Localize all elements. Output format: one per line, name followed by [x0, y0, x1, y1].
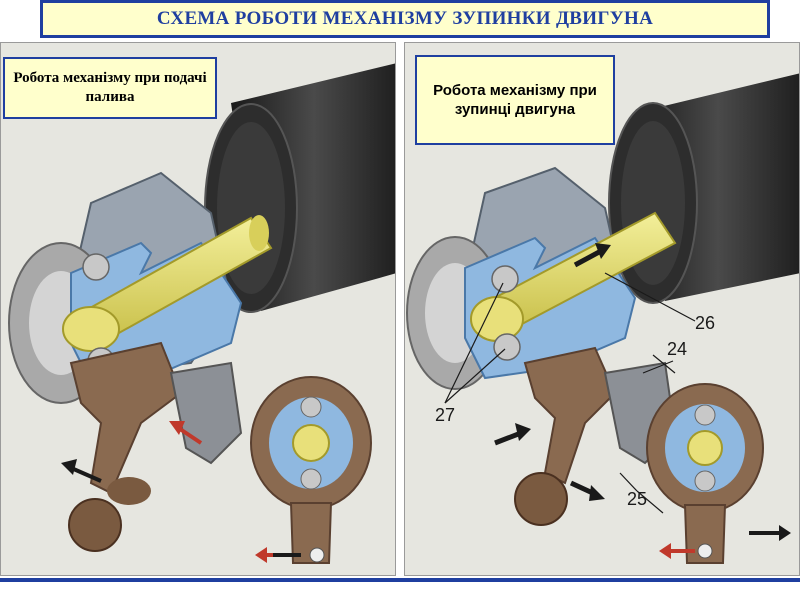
label-25: 25 — [627, 489, 647, 509]
shaft — [62, 215, 273, 352]
label-27: 27 — [435, 405, 455, 425]
engine-stop-illustration: 26 24 25 27 — [406, 73, 799, 564]
black-arrow-shaft — [573, 243, 611, 268]
panel-fuel-supply: Робота механізму при подачі палива — [0, 42, 396, 576]
drum — [608, 73, 799, 304]
grey-link — [169, 361, 243, 465]
page-title: СХЕМА РОБОТИ МЕХАНІЗМУ ЗУПИНКИ ДВИГУНА — [156, 8, 654, 29]
red-black-arrow-inset — [255, 547, 301, 563]
brown-lever — [68, 341, 183, 552]
shaft — [470, 211, 677, 342]
fuel-supply-illustration — [8, 63, 395, 564]
label-26: 26 — [695, 313, 715, 333]
black-arrow-knob — [61, 459, 102, 483]
ball-upper — [491, 265, 519, 293]
bottom-rule — [0, 578, 800, 582]
label-24: 24 — [667, 339, 687, 359]
lever-knob — [68, 498, 122, 552]
black-arrow-knob-out — [569, 480, 605, 501]
panel-engine-stop: 26 24 25 27 Робота механізму при зупинці… — [404, 42, 800, 576]
inset-disc — [250, 376, 372, 564]
lever-knob — [514, 472, 568, 526]
brown-lever — [514, 346, 617, 526]
black-arrow-knob-in — [494, 423, 531, 446]
ball-upper — [82, 253, 110, 281]
red-arrow-lever — [169, 421, 203, 445]
caption-engine-stop: Робота механізму при зупинці двигуна — [415, 55, 615, 145]
caption-fuel-supply: Робота механізму при подачі палива — [3, 57, 217, 119]
drum — [204, 63, 395, 313]
leader-lines — [444, 272, 696, 514]
inset-disc — [646, 383, 764, 564]
black-arrow-inset-right — [749, 525, 791, 541]
title-banner: СХЕМА РОБОТИ МЕХАНІЗМУ ЗУПИНКИ ДВИГУНА — [40, 0, 770, 38]
red-arrow-inset — [659, 543, 695, 559]
